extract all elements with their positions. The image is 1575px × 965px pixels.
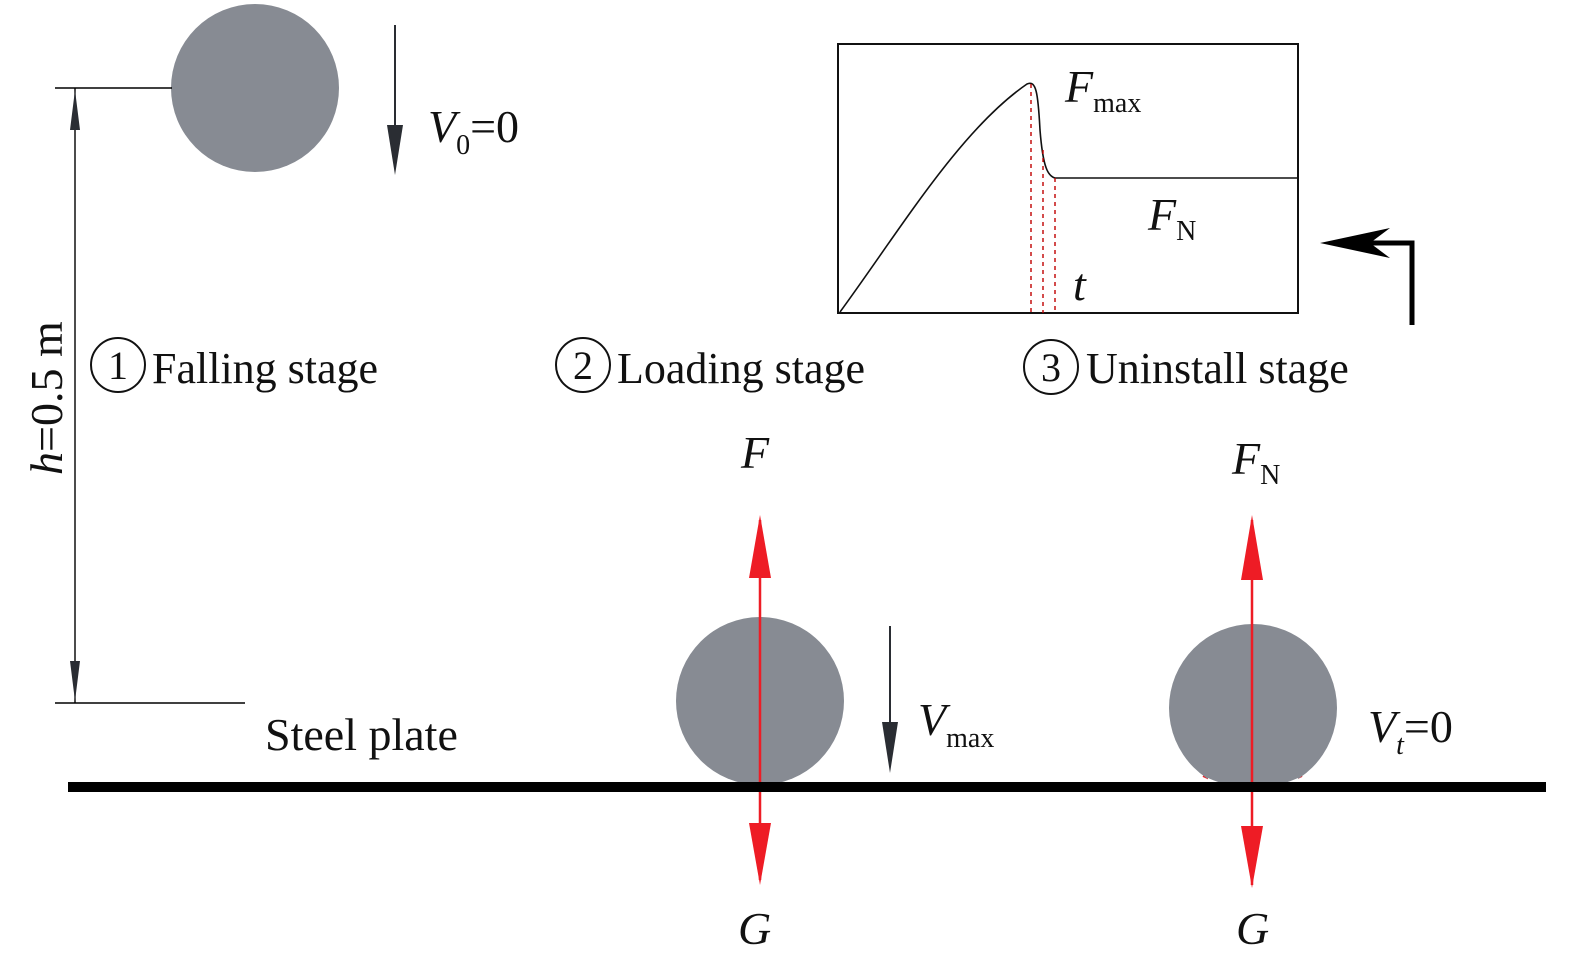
vmax-arrow-head-icon [882, 722, 898, 773]
v0-arrow-head-icon [387, 125, 403, 175]
uninstall-down-arrow-icon [1241, 826, 1263, 888]
ball-falling [171, 4, 339, 172]
stage2-number-circle [555, 337, 611, 393]
stage-label-falling: 1 Falling stage [90, 337, 378, 393]
bent-left-arrow-icon [1320, 228, 1415, 325]
height-label: h=0.5 m [21, 321, 72, 475]
inset-fmax-label: Fmax [1064, 61, 1141, 119]
stage-label-loading: 2 Loading stage [555, 337, 865, 393]
vt-label: Vt=0 [1368, 701, 1453, 761]
stage-label-uninstall: 3 Uninstall stage [1023, 339, 1349, 395]
steel-plate-label: Steel plate [265, 709, 458, 760]
uninstall-up-arrow-icon [1241, 515, 1263, 580]
uninstall-force-label: FN [1231, 433, 1280, 491]
height-arrow-up-icon [70, 90, 80, 130]
svg-text:Falling stage: Falling stage [152, 344, 378, 393]
force-curve [839, 82, 1297, 313]
svg-text:Uninstall stage: Uninstall stage [1086, 344, 1349, 393]
loading-up-arrow-icon [749, 515, 771, 578]
inset-t-label: t [1073, 259, 1087, 310]
loading-gravity-label: G [738, 903, 771, 954]
svg-text:1: 1 [108, 343, 128, 388]
force-time-inset: Fmax FN t [837, 43, 1299, 314]
svg-text:2: 2 [573, 343, 593, 388]
uninstall-gravity-label: G [1236, 903, 1269, 954]
vmax-label: Vmax [918, 694, 994, 754]
inset-fn-label: FN [1147, 189, 1196, 247]
steel-plate [68, 782, 1546, 792]
v0-label: V0=0 [428, 101, 519, 161]
height-arrow-down-icon [70, 661, 80, 701]
svg-text:Loading stage: Loading stage [617, 344, 865, 393]
svg-text:3: 3 [1041, 345, 1061, 390]
stage1-number-circle [90, 337, 146, 393]
loading-down-arrow-icon [749, 823, 771, 885]
loading-force-label: F [740, 427, 770, 478]
stage3-number-circle [1023, 339, 1079, 395]
